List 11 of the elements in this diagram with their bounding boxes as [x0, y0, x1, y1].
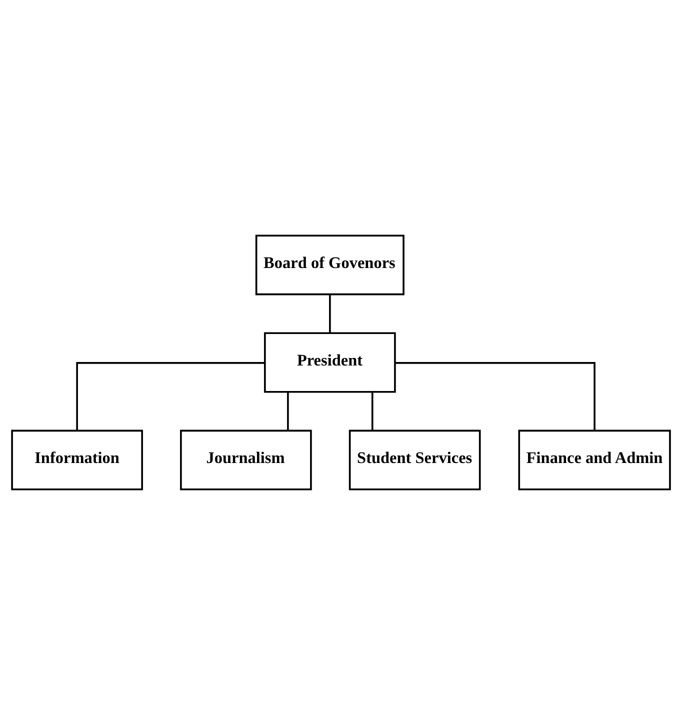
- connector: [329, 294, 331, 334]
- node-box: President: [264, 332, 396, 393]
- node-box: Information: [11, 430, 143, 490]
- connector: [371, 392, 374, 431]
- node-box: Student Services: [348, 430, 481, 490]
- node-box: Board of Govenors: [255, 234, 404, 296]
- node-box: Journalism: [180, 430, 312, 490]
- node-box: Finance and Admin: [518, 430, 671, 490]
- connector: [76, 362, 265, 431]
- connector: [395, 362, 596, 431]
- connector: [287, 392, 289, 431]
